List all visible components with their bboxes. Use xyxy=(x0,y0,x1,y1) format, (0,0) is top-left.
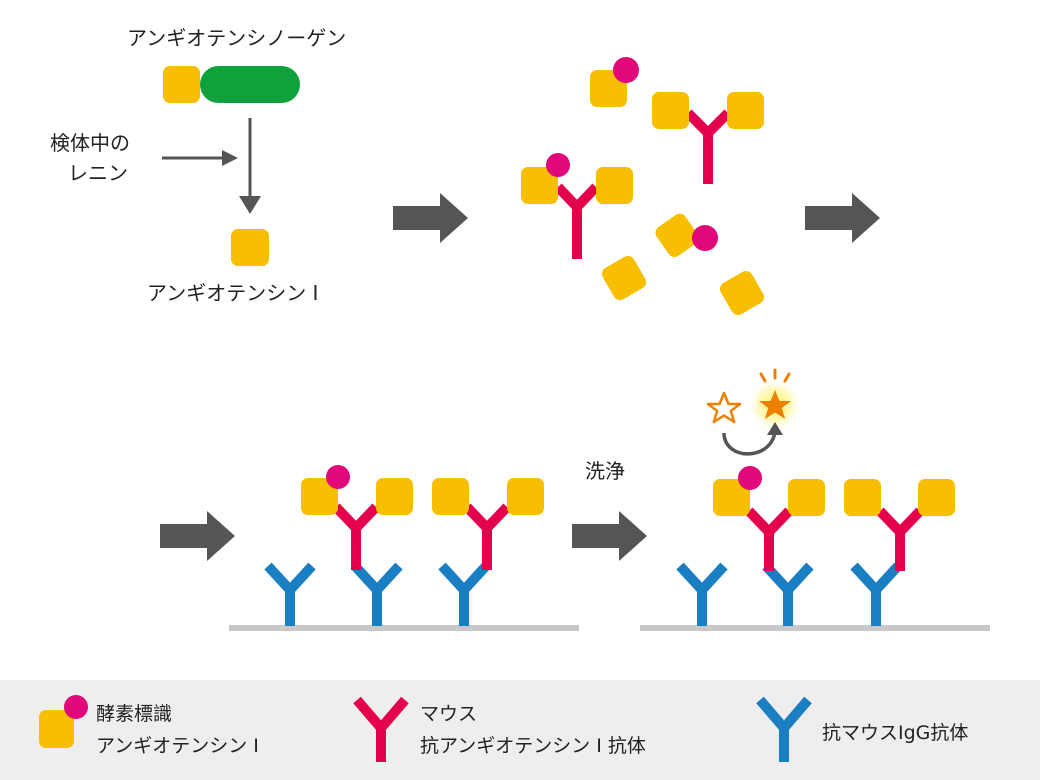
angiotensin1-free xyxy=(601,255,647,301)
angiotensinogen-label: アンギオテンシノーゲン xyxy=(127,26,346,50)
emission-rays-icon xyxy=(759,368,791,383)
step4-detection xyxy=(640,368,990,631)
anti-mouse-igg-antibody xyxy=(438,562,490,626)
mouse-antibody-bound-labeled xyxy=(713,466,825,571)
plate-surface xyxy=(640,625,990,631)
legend-label-line2: 抗アンギオテンシン I 抗体 xyxy=(420,735,646,757)
anti-mouse-igg-antibody xyxy=(676,562,728,626)
renin-label-line2: レニン xyxy=(68,161,128,185)
conversion-arrow xyxy=(722,431,777,456)
renin-arrowhead-icon xyxy=(222,150,238,166)
legend-label-line1: 酵素標識 xyxy=(96,703,172,725)
angiotensin1-label: アンギオテンシン I xyxy=(147,281,318,305)
legend-label-line1: 抗マウスIgG抗体 xyxy=(822,722,968,744)
substrate-star-icon xyxy=(706,391,742,424)
enzyme-labeled-angiotensin xyxy=(590,57,639,107)
anti-mouse-igg-antibody xyxy=(850,562,902,626)
conversion-arrowhead-icon xyxy=(767,422,783,435)
mouse-antibody-bound-labeled xyxy=(521,153,633,259)
anti-mouse-igg-antibody xyxy=(264,562,316,626)
anti-mouse-igg-icon xyxy=(756,696,812,762)
product-star-icon xyxy=(759,390,791,419)
legend-item-mouse-antibody: マウス 抗アンギオテンシン I 抗体 xyxy=(353,696,646,762)
mouse-antibody-bound xyxy=(652,92,764,184)
step1-renin-reaction: アンギオテンシノーゲン 検体中の レニン アンギオテンシン I xyxy=(50,26,346,305)
plate-surface xyxy=(229,625,579,631)
legend-item-enzyme-labeled-angiotensin: 酵素標識 アンギオテンシン I xyxy=(39,695,259,757)
step3-plate-binding xyxy=(229,465,579,631)
process-arrow-4 xyxy=(572,511,647,561)
step2-solution-mix xyxy=(521,57,765,316)
renin-label-line1: 検体中の xyxy=(50,131,130,155)
mouse-antibody-bound xyxy=(844,479,955,571)
enzyme-labeled-angiotensin-icon xyxy=(39,695,88,748)
wash-label: 洗浄 xyxy=(585,459,625,483)
angiotensin1-icon xyxy=(231,229,269,266)
angiotensin1-free xyxy=(719,270,765,316)
angiotensinogen-icon xyxy=(163,66,300,103)
reaction-arrowhead-icon xyxy=(239,196,261,214)
anti-mouse-igg-antibody xyxy=(351,562,403,626)
mouse-antibody-bound-labeled xyxy=(301,465,413,570)
legend: 酵素標識 アンギオテンシン I マウス 抗アンギオテンシン I 抗体 抗マウスI… xyxy=(0,680,1040,780)
enzyme-labeled-angiotensin xyxy=(655,213,718,257)
legend-item-anti-mouse-igg: 抗マウスIgG抗体 xyxy=(756,696,968,762)
process-arrow-1 xyxy=(393,193,468,243)
process-arrow-3 xyxy=(160,511,235,561)
mouse-antibody-icon xyxy=(353,696,409,762)
mouse-antibody-bound xyxy=(432,478,544,570)
process-arrow-2 xyxy=(805,193,880,243)
legend-label-line2: アンギオテンシン I xyxy=(96,735,259,757)
anti-mouse-igg-antibody xyxy=(762,562,814,626)
legend-background xyxy=(0,680,1040,780)
legend-label-line1: マウス xyxy=(420,703,477,725)
